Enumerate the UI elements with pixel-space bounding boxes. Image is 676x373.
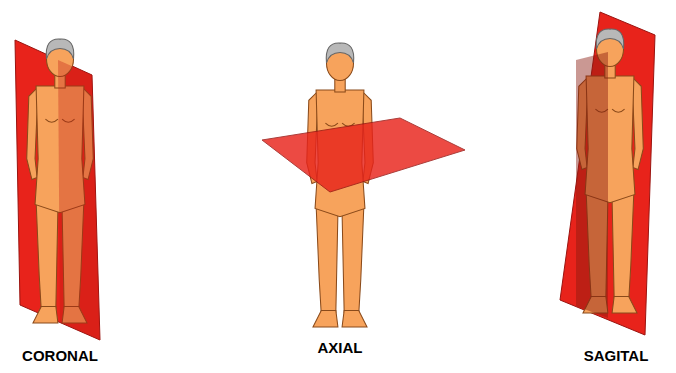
coronal-plane bbox=[15, 40, 100, 340]
sagittal-plane bbox=[560, 12, 655, 335]
axial-plane bbox=[262, 118, 465, 192]
plane-label: AXIAL bbox=[318, 340, 363, 355]
plane-label: SAGITAL bbox=[584, 348, 649, 363]
plane-label: CORONAL bbox=[22, 348, 98, 363]
